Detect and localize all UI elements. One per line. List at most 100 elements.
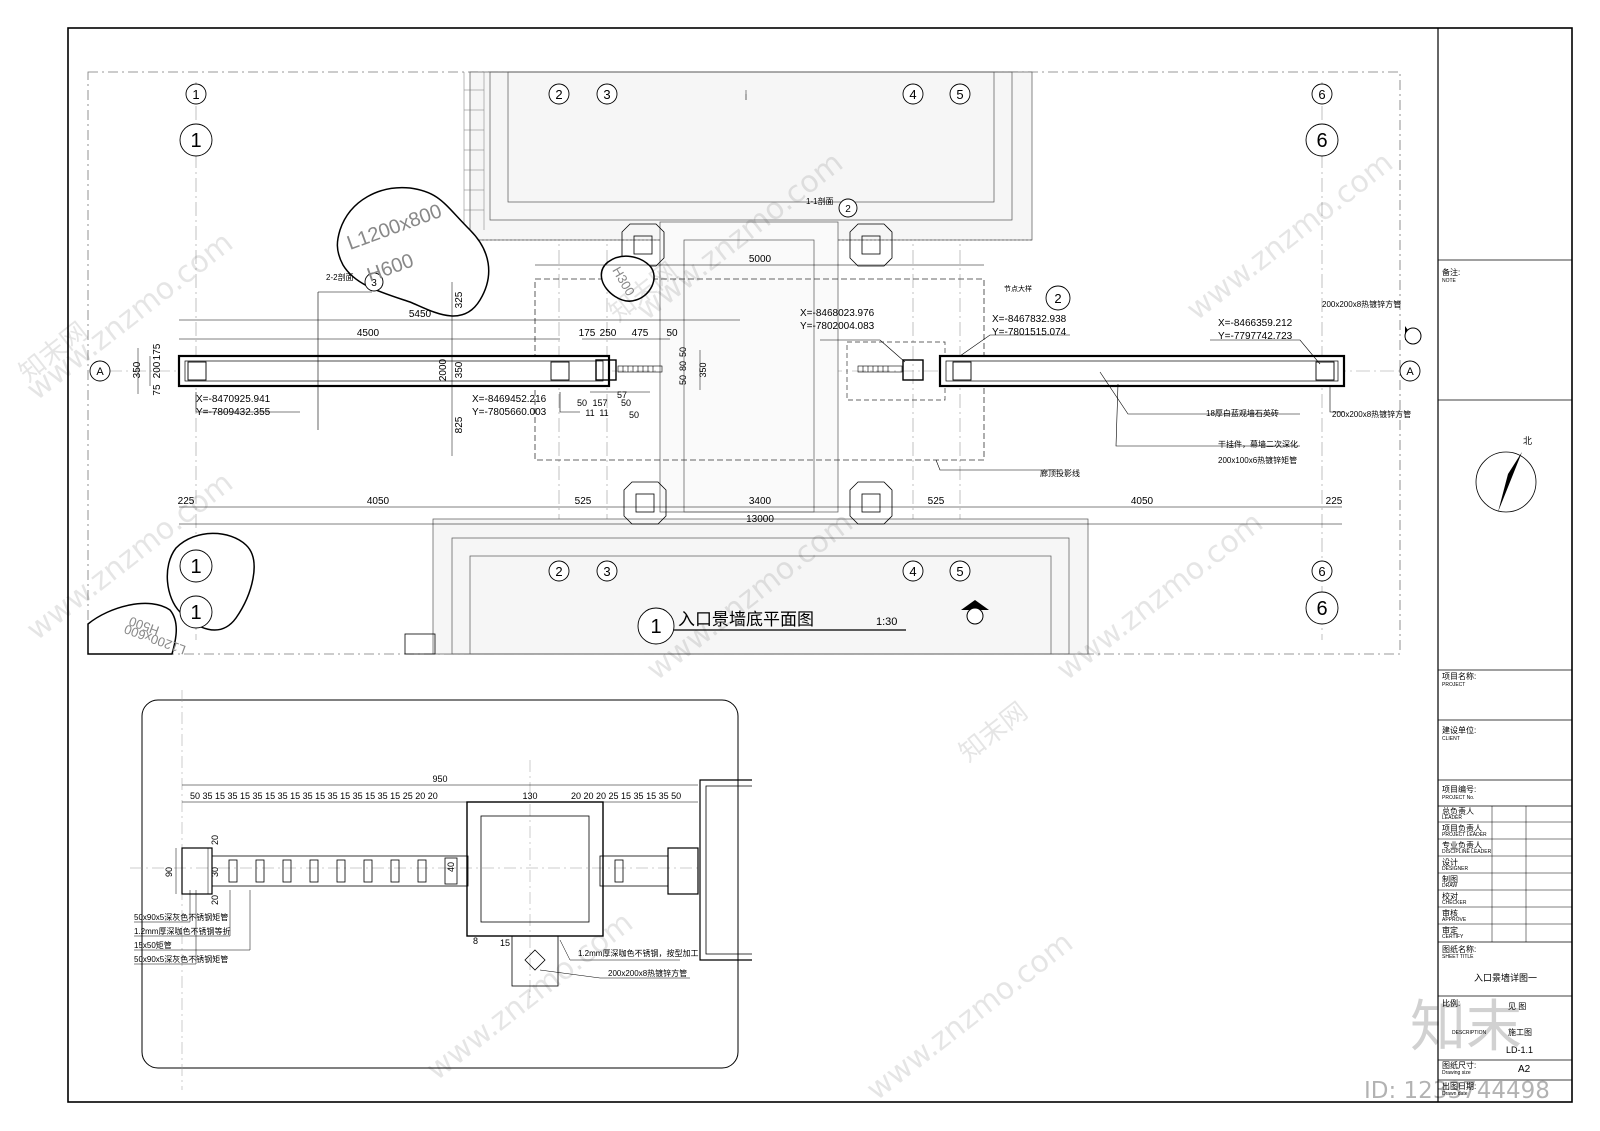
watermark-logo: 知末 <box>1410 995 1522 1060</box>
svg-text:X=-8470925.941: X=-8470925.941 <box>196 394 271 405</box>
svg-text:4: 4 <box>909 564 916 579</box>
north-arrow-circle <box>1475 451 1537 513</box>
detail-dimensions: 950 50 35 15 35 15 35 15 35 15 35 15 35 … <box>164 774 681 948</box>
detail-leaders <box>134 890 690 979</box>
svg-text:13000: 13000 <box>746 514 774 525</box>
detail-dim-lines <box>175 784 698 894</box>
main-view-title: 入口景墙底平面图 <box>678 610 814 629</box>
svg-text:11: 11 <box>585 408 594 418</box>
svg-text:20: 20 <box>210 835 220 845</box>
sheet-number: LD-1.1 <box>1506 1045 1534 1055</box>
svg-text:6: 6 <box>1318 564 1325 579</box>
client-label-en: CLIENT <box>1442 736 1460 742</box>
svg-text:3400: 3400 <box>749 496 772 507</box>
svg-text:50: 50 <box>577 398 587 408</box>
svg-text:175: 175 <box>579 328 596 339</box>
dimension-lines <box>137 264 1342 525</box>
role-designer: 设计 <box>1442 858 1458 867</box>
svg-text:80: 80 <box>678 361 688 371</box>
svg-text:6: 6 <box>1316 130 1327 152</box>
svg-text:2: 2 <box>555 87 562 102</box>
drawn-date-label: 出图日期: <box>1442 1082 1477 1091</box>
svg-text:525: 525 <box>575 496 592 507</box>
svg-text:11: 11 <box>599 408 608 418</box>
node-callout-label: 节点大样 <box>1004 284 1032 293</box>
detail-frame <box>141 699 739 1069</box>
client-label: 建设单位: <box>1442 726 1477 735</box>
role-approve-en: APPROVE <box>1442 917 1467 923</box>
svg-text:50: 50 <box>629 410 639 420</box>
role-checker-en: CHECKER <box>1442 900 1467 906</box>
svg-text:Y=-7805660.003: Y=-7805660.003 <box>472 407 547 418</box>
node-detail-outline <box>846 341 946 401</box>
role-draw: 制图 <box>1442 875 1458 884</box>
svg-text:2: 2 <box>1054 291 1061 306</box>
svg-text:1: 1 <box>190 556 201 578</box>
svg-text:5: 5 <box>956 564 963 579</box>
role-approve: 审核 <box>1442 909 1458 918</box>
svg-text:6: 6 <box>1316 598 1327 620</box>
note-label: 备注: <box>1442 268 1461 277</box>
drawing-size-label: 图纸尺寸: <box>1442 1061 1477 1070</box>
svg-text:350: 350 <box>454 361 465 378</box>
detail-notes: 50x90x5深灰色不锈钢矩管 1.2mm厚深咖色不锈钢等折 15x50矩管 5… <box>134 912 698 978</box>
svg-text:75: 75 <box>152 384 163 396</box>
svg-text:200x100x6热镀锌矩管: 200x100x6热镀锌矩管 <box>1218 455 1297 465</box>
svg-text:225: 225 <box>178 496 195 507</box>
svg-text:5450: 5450 <box>409 309 432 320</box>
svg-text:50 35 15 35 15 35 15 35 15 35: 50 35 15 35 15 35 15 35 15 35 15 35 15 3… <box>190 791 438 801</box>
svg-text:2: 2 <box>555 564 562 579</box>
svg-text:Y=-7802004.083: Y=-7802004.083 <box>800 321 875 332</box>
role-discipline-leader: 专业负责人 <box>1442 841 1482 850</box>
svg-text:50: 50 <box>678 375 688 385</box>
svg-text:3: 3 <box>603 87 610 102</box>
svg-text:20 20 20 25 15 35 15 35 50: 20 20 20 25 15 35 15 35 50 <box>571 791 681 801</box>
drawing-size-value: A2 <box>1518 1064 1531 1075</box>
svg-text:325: 325 <box>454 291 465 308</box>
project-name-label: 项目名称: <box>1442 672 1477 681</box>
role-certify-en: CERTIFY <box>1442 934 1464 940</box>
svg-text:5000: 5000 <box>749 254 772 265</box>
svg-text:A: A <box>96 366 104 378</box>
svg-text:干挂件，幕墙二次深化: 干挂件，幕墙二次深化 <box>1218 439 1298 449</box>
central-path <box>659 90 839 513</box>
detail-grid <box>130 690 700 1090</box>
svg-text:Y=-7809432.355: Y=-7809432.355 <box>196 407 271 418</box>
scale-value: 见 图 <box>1508 1002 1527 1011</box>
right-notes: 200x200x8热镀锌方管 18厚白蓝观墙石英砖 干挂件，幕墙二次深化 200… <box>1040 299 1411 478</box>
svg-text:825: 825 <box>454 416 465 433</box>
sheet-title-label-en: SHEET TITLE <box>1442 954 1474 960</box>
role-project-leader-en: PROJECT LEADER <box>1442 832 1487 838</box>
svg-text:15: 15 <box>500 938 510 948</box>
svg-text:1: 1 <box>192 87 199 102</box>
left-dimensions: 350 175 200 75 2000 325 825 350 <box>132 291 465 433</box>
svg-text:2: 2 <box>845 204 851 215</box>
center-dimensions: 50 80 50 350 57 50 157 50 11 11 50 <box>577 347 708 420</box>
svg-text:50x90x5深灰色不锈钢矩管: 50x90x5深灰色不锈钢矩管 <box>134 954 228 964</box>
svg-text:1: 1 <box>190 130 201 152</box>
svg-text:475: 475 <box>632 328 649 339</box>
project-name-label-en: PROJECT <box>1442 682 1466 688</box>
scale-label: 比例: <box>1442 999 1461 1008</box>
svg-text:157: 157 <box>592 398 607 408</box>
landscape-wall <box>177 354 1346 388</box>
svg-text:30: 30 <box>210 867 220 877</box>
steel-slats <box>617 365 903 373</box>
svg-text:廊顶投影线: 廊顶投影线 <box>1040 468 1080 478</box>
svg-text:8: 8 <box>473 936 478 946</box>
role-checker: 校对 <box>1442 892 1458 901</box>
svg-text:3: 3 <box>603 564 610 579</box>
svg-text:350: 350 <box>698 362 708 377</box>
svg-text:18厚白蓝观墙石英砖: 18厚白蓝观墙石英砖 <box>1206 408 1279 418</box>
grid-bubbles <box>89 83 1421 645</box>
title-block-grid <box>1438 259 1572 1081</box>
leader-lines <box>195 291 1344 471</box>
role-leader-en: LEADER <box>1442 815 1463 821</box>
svg-text:X=-8466359.212: X=-8466359.212 <box>1218 318 1293 329</box>
north-label: 北 <box>1523 436 1532 446</box>
svg-text:20: 20 <box>210 895 220 905</box>
svg-text:4: 4 <box>909 87 916 102</box>
svg-text:225: 225 <box>1326 496 1343 507</box>
svg-text:1: 1 <box>190 602 201 624</box>
svg-text:350: 350 <box>132 361 143 378</box>
